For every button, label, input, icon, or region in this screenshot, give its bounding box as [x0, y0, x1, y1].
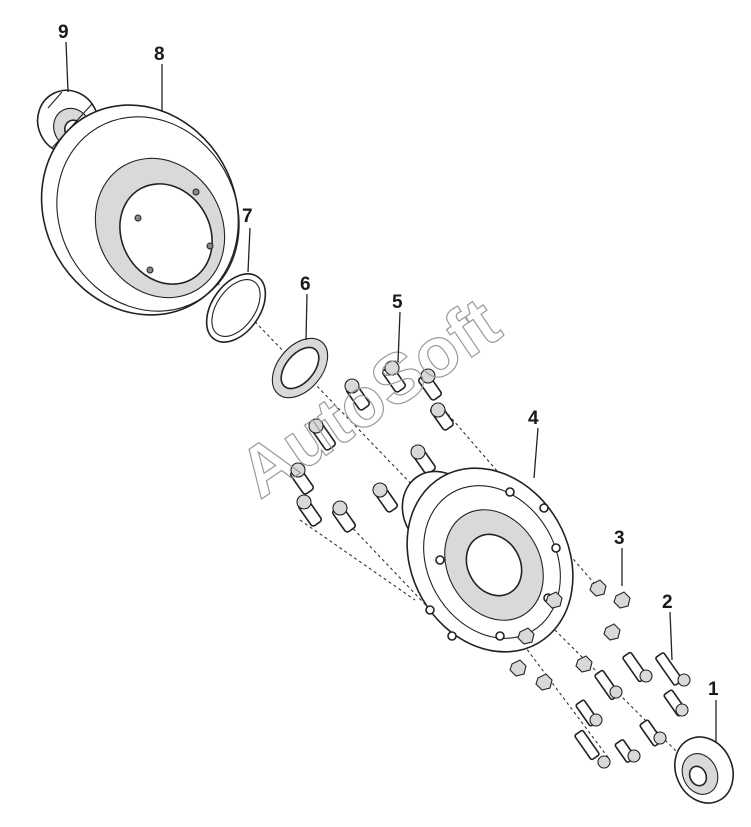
callout-3: 3: [614, 528, 625, 549]
bolt: [622, 651, 653, 683]
callout-2: 2: [662, 592, 673, 613]
stud: [410, 444, 436, 475]
callout-9: 9: [58, 22, 69, 43]
bolt: [574, 729, 611, 769]
stud: [296, 494, 322, 527]
callout-5: 5: [392, 292, 403, 313]
wheel-hub: [401, 467, 574, 653]
bolt: [575, 699, 603, 727]
stud: [418, 368, 442, 401]
bolt: [639, 719, 667, 747]
stud: [382, 360, 406, 393]
stud: [332, 500, 356, 533]
hub-nuts: [509, 579, 631, 691]
outer-bearing: [674, 736, 734, 804]
stud: [430, 402, 454, 431]
callout-8: 8: [154, 44, 165, 65]
oil-seal: [271, 337, 329, 399]
stud: [308, 418, 336, 451]
callout-4: 4: [528, 408, 539, 429]
leader-lines: [65, 41, 717, 742]
callout-6: 6: [300, 274, 311, 295]
bolt: [594, 669, 623, 701]
stud: [344, 378, 370, 411]
callout-7: 7: [242, 206, 253, 227]
bolt: [663, 689, 689, 717]
hub-bolts: [574, 651, 691, 769]
retaining-ring: [205, 273, 267, 343]
brake-disc: [40, 104, 240, 316]
stud: [372, 482, 398, 513]
bolt: [614, 739, 641, 763]
callout-1: 1: [708, 679, 719, 700]
bolt: [655, 652, 691, 687]
wheel-studs: [290, 360, 454, 533]
stud: [290, 462, 314, 495]
